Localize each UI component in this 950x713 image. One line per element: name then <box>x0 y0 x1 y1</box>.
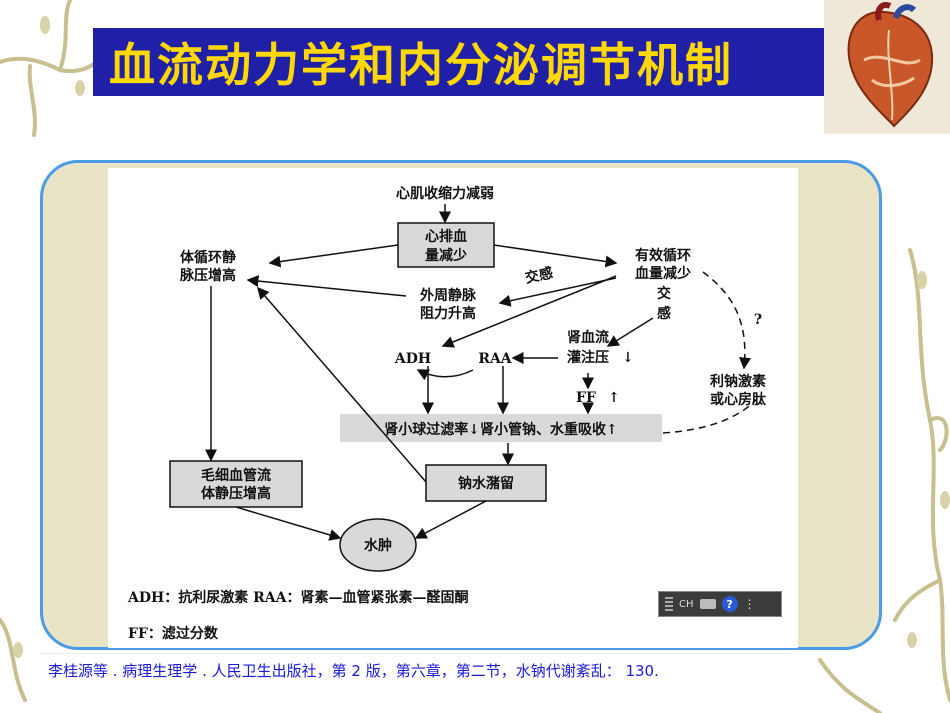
natriuretic-label-1: 利钠激素 <box>710 373 766 390</box>
peripheral-label-1: 外周静脉 <box>420 287 477 304</box>
citation-text: 李桂源等 . 病理生理学 . 人民卫生出版社，第 2 版，第六章，第二节，水钠代… <box>48 662 659 680</box>
renal-down-arrow: ↓ <box>622 350 634 366</box>
myocardial-label: 心肌收缩力减弱 <box>396 185 494 202</box>
capillary-box <box>169 460 303 508</box>
sympathetic-label: 交感 <box>524 264 555 286</box>
heart-image <box>824 0 950 134</box>
title-bar: 血流动力学和内分泌调节机制 <box>93 28 827 96</box>
capillary-label-2: 体静压增高 <box>201 485 271 502</box>
natriuretic-label-2: 或心房肽 <box>710 391 767 408</box>
heart-icon <box>847 2 934 128</box>
citation-bar: 李桂源等 . 病理生理学 . 人民卫生出版社，第 2 版，第六章，第二节，水钠代… <box>40 653 790 687</box>
cardiac-output-label-1: 心排血 <box>425 228 467 245</box>
drag-handle-icon[interactable] <box>665 597 673 611</box>
help-icon[interactable]: ? <box>721 596 738 612</box>
sodium-box <box>425 464 547 502</box>
diagram-svg: 心肌收缩力减弱 心排血 量减少 体循环静 脉压增高 有效循环 血量减少 交感 交… <box>169 185 767 572</box>
legend-line-2: FF：滤过分数 <box>128 626 218 642</box>
edema-label: 水肿 <box>364 537 392 554</box>
gfr-bar <box>340 414 662 442</box>
adh-label: ADH <box>394 351 431 367</box>
ff-label: FF <box>576 390 596 406</box>
renal-flow-label-2: 灌注压 <box>567 349 609 366</box>
options-icon[interactable]: ⋮ <box>743 597 756 611</box>
capillary-label-1: 毛细血管流 <box>201 467 271 484</box>
sympathetic-label-2a: 交 <box>657 285 671 302</box>
sympathetic-label-2b: 感 <box>657 305 671 322</box>
peripheral-label-2: 阻力升高 <box>420 305 476 322</box>
raa-label: RAA <box>478 351 512 367</box>
edema-circle <box>339 518 417 572</box>
ff-up-arrow: ↑ <box>608 390 620 406</box>
slide-title: 血流动力学和内分泌调节机制 <box>109 38 733 92</box>
renal-flow-label-1: 肾血流 <box>567 329 609 346</box>
ime-toolbar[interactable]: CH ? ⋮ <box>658 591 782 617</box>
legend-line-1: ADH：抗利尿激素 RAA：肾素—血管紧张素—醛固酮 <box>128 590 469 606</box>
question-label: ? <box>754 312 762 328</box>
ime-language-label[interactable]: CH <box>679 598 694 610</box>
systemic-vein-label-1: 体循环静 <box>180 249 236 266</box>
gfr-label: 肾小球过滤率↓肾小管钠、水重吸收↑ <box>384 421 617 438</box>
keyboard-icon[interactable] <box>699 599 716 609</box>
sodium-label: 钠水潴留 <box>458 475 514 492</box>
effective-volume-label-1: 有效循环 <box>635 247 691 264</box>
flow-diagram: 心肌收缩力减弱 心排血 量减少 体循环静 脉压增高 有效循环 血量减少 交感 交… <box>108 168 798 648</box>
systemic-vein-label-2: 脉压增高 <box>179 267 236 284</box>
cardiac-output-label-2: 量减少 <box>425 247 467 264</box>
effective-volume-label-2: 血量减少 <box>635 265 691 282</box>
